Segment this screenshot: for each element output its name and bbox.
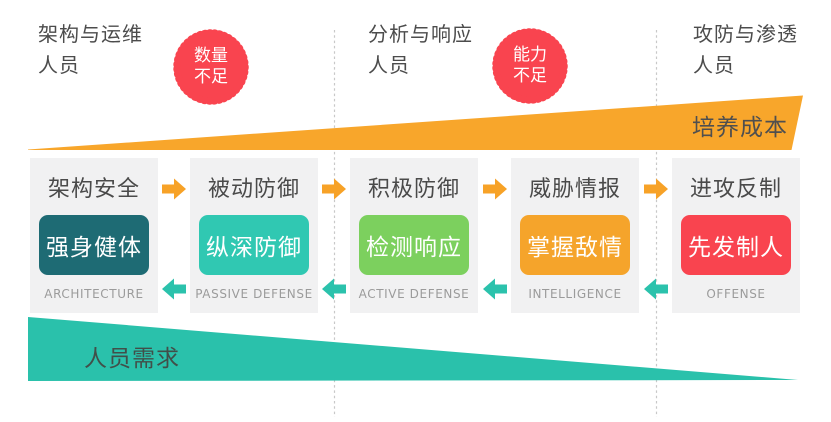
stage-english-label: INTELLIGENCE [528,287,622,301]
stage-english-label: PASSIVE DEFENSE [195,287,313,301]
stage-tag: 纵深防御 [199,215,309,275]
cost-wedge-label: 培养成本 [692,115,788,141]
forward-arrow-icon [322,178,346,200]
backward-arrow-icon [483,278,507,300]
backward-arrow-icon [644,278,668,300]
forward-arrow-icon [644,178,668,200]
stage-tag: 检测响应 [359,215,469,275]
forward-arrow-icon [483,178,507,200]
group-title-line: 人员 [368,53,410,77]
stage-tag: 先发制人 [681,215,791,275]
shortage-badge-capability: 能力 不足 [491,27,569,105]
stage-english-label: ARCHITECTURE [44,287,144,301]
bottom-demand-wedge [28,317,798,381]
badge-text: 能力 不足 [491,27,569,105]
stage-card-architecture: 架构安全 强身健体 ARCHITECTURE [30,158,158,313]
forward-arrow-icon [162,178,186,200]
top-cost-wedge [28,95,803,150]
group-title-line: 人员 [38,53,80,77]
demand-wedge-label: 人员需求 [84,346,180,372]
group-title-architecture-ops: 架构与运维 人员 [38,19,143,81]
group-title-line: 人员 [693,53,735,77]
stage-title: 被动防御 [207,177,300,202]
stage-tag: 强身健体 [39,215,149,275]
stage-title: 威胁情报 [528,177,621,202]
badge-text: 数量 不足 [172,28,250,106]
badge-line: 数量 [194,46,228,66]
stage-card-intelligence: 威胁情报 掌握敌情 INTELLIGENCE [511,158,639,313]
stage-tag: 掌握敌情 [520,215,630,275]
badge-line: 不足 [513,66,547,86]
group-title-line: 分析与响应 [368,22,473,46]
badge-line: 不足 [194,67,228,87]
stage-title: 架构安全 [47,177,140,202]
stage-card-passive-defense: 被动防御 纵深防御 PASSIVE DEFENSE [190,158,318,313]
stage-title: 积极防御 [367,177,460,202]
group-title-line: 攻防与渗透 [693,22,798,46]
stage-title: 进攻反制 [689,177,782,202]
stage-card-offense: 进攻反制 先发制人 OFFENSE [672,158,800,313]
stage-english-label: ACTIVE DEFENSE [358,287,470,301]
shortage-badge-quantity: 数量 不足 [172,28,250,106]
backward-arrow-icon [162,278,186,300]
stage-english-label: OFFENSE [706,287,766,301]
seal-icon [173,29,249,105]
seal-icon [492,28,568,104]
group-title-analysis-response: 分析与响应 人员 [368,19,473,81]
stage-card-active-defense: 积极防御 检测响应 ACTIVE DEFENSE [350,158,478,313]
badge-line: 能力 [513,45,547,65]
backward-arrow-icon [322,278,346,300]
group-title-attack-penetration: 攻防与渗透 人员 [693,19,798,81]
group-title-line: 架构与运维 [38,22,143,46]
